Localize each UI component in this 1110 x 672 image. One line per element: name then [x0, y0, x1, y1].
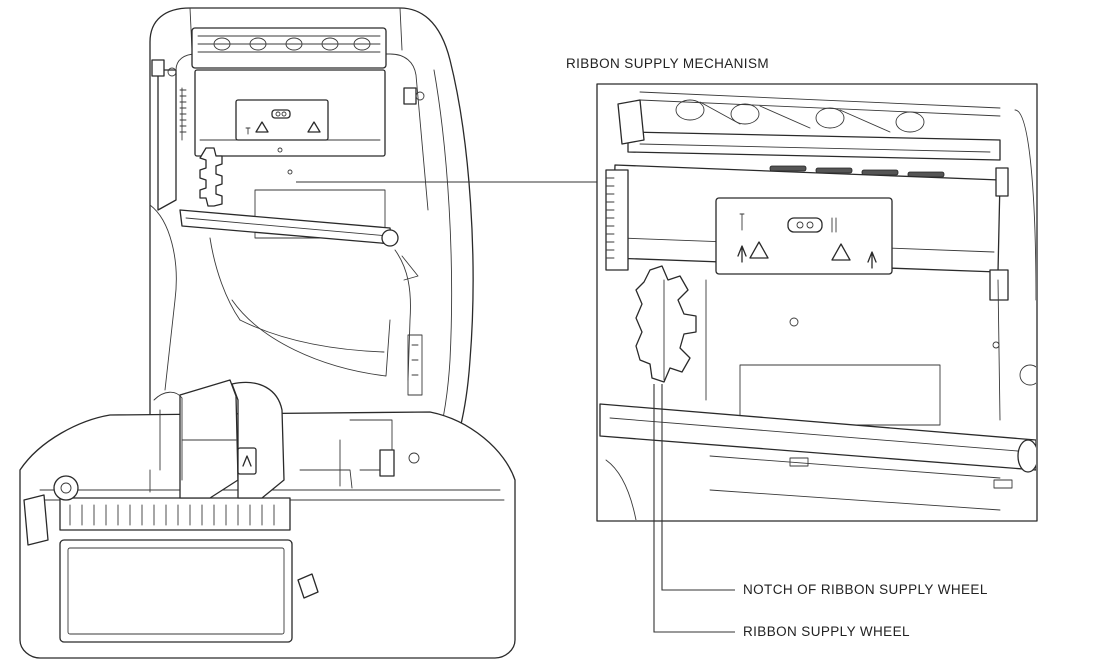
callout-lines: [296, 181, 735, 633]
inset-detail: [596, 83, 1038, 522]
callout-notch: [661, 384, 735, 591]
label-notch-of-ribbon-supply-wheel: NOTCH OF RIBBON SUPPLY WHEEL: [743, 582, 988, 597]
label-ribbon-supply-mechanism: RIBBON SUPPLY MECHANISM: [566, 56, 769, 71]
label-ribbon-supply-wheel: RIBBON SUPPLY WHEEL: [743, 624, 910, 639]
printer-body: [19, 7, 516, 659]
callout-wheel: [653, 384, 735, 633]
